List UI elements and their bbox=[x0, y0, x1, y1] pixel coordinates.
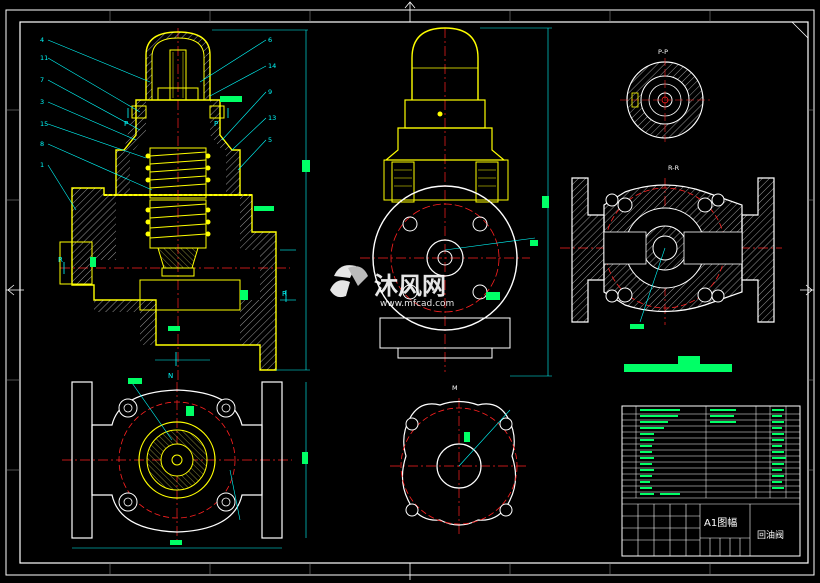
watermark-logo-icon bbox=[330, 265, 368, 298]
drawing-frame bbox=[5, 1, 815, 580]
balloon-8: 8 bbox=[40, 140, 44, 148]
section-arrow-r-left: R bbox=[58, 256, 63, 264]
watermark: 沐风网 www.mfcad.com bbox=[330, 265, 454, 309]
section-arrow-p-right: P bbox=[214, 120, 218, 128]
section-arrow-p-left: P bbox=[124, 120, 128, 128]
side-view bbox=[360, 27, 552, 377]
watermark-brand: 沐风网 bbox=[374, 272, 446, 300]
view-mark-n: N bbox=[168, 372, 173, 380]
drawing-name-label: 回油阀 bbox=[757, 529, 784, 541]
watermark-url: www.mfcad.com bbox=[380, 299, 454, 309]
flange-view: M bbox=[390, 384, 528, 536]
balloon-15: 15 bbox=[40, 120, 48, 128]
balloon-14: 14 bbox=[268, 62, 276, 70]
bottom-left-view bbox=[62, 378, 308, 549]
section-r-r: R-R bbox=[560, 164, 782, 372]
balloon-4: 4 bbox=[40, 36, 44, 44]
title-block: A1图幅 回油阀 bbox=[621, 405, 801, 557]
balloon-1: 1 bbox=[40, 161, 44, 169]
balloon-11: 11 bbox=[40, 54, 48, 62]
balloon-13: 13 bbox=[268, 114, 276, 122]
section-pp-title: P-P bbox=[658, 48, 668, 56]
view-m-title: M bbox=[452, 384, 458, 392]
balloon-5: 5 bbox=[268, 136, 272, 144]
section-rr-title: R-R bbox=[668, 164, 680, 172]
section-arrow-r-right: R bbox=[282, 290, 287, 298]
balloon-9: 9 bbox=[268, 88, 272, 96]
sheet-size-label: A1图幅 bbox=[704, 516, 737, 529]
balloon-7: 7 bbox=[40, 76, 44, 84]
balloon-6: 6 bbox=[268, 36, 272, 44]
balloon-3: 3 bbox=[40, 98, 44, 106]
section-p-p: P-P bbox=[620, 48, 710, 142]
main-section-view: P P R R N 4 11 7 3 15 8 1 6 bbox=[40, 28, 310, 380]
